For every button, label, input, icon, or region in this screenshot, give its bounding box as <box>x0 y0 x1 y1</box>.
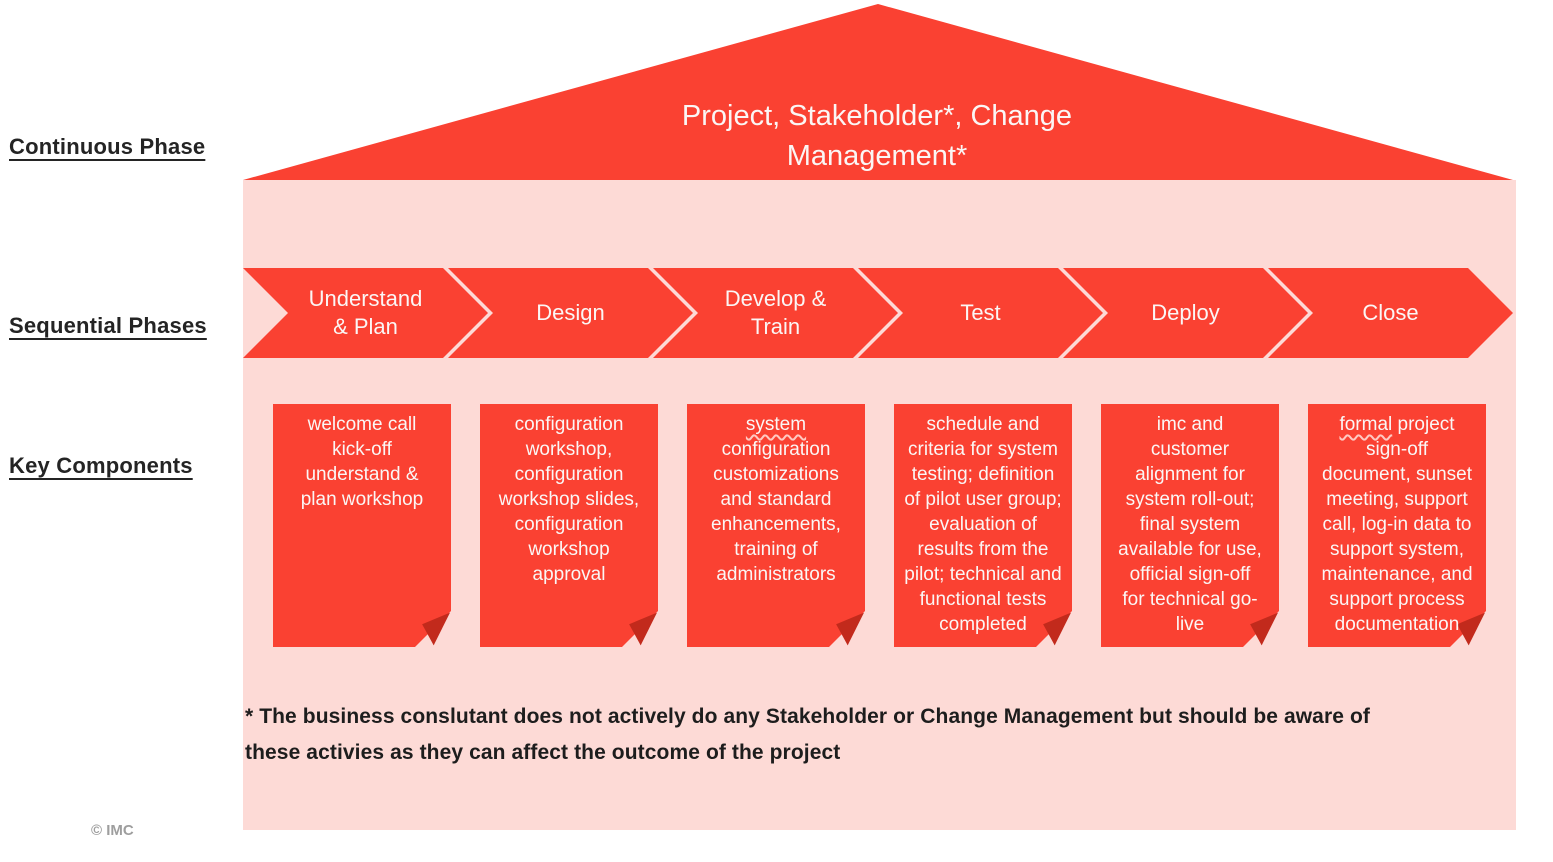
key-component-card-design: configuration workshop, configuration wo… <box>480 404 658 647</box>
phase-arrow-design: Design <box>448 268 693 358</box>
card-shape <box>1308 404 1486 647</box>
key-component-card-develop-train: system configuration customizations and … <box>687 404 865 647</box>
card-text: formal project sign-off document, sunset… <box>1321 414 1473 635</box>
key-component-card-close: formal project sign-off document, sunset… <box>1308 404 1486 647</box>
row-label-continuous-phase: Continuous Phase <box>9 134 206 159</box>
row-label-key-components: Key Components <box>9 453 193 478</box>
card-shape <box>480 404 658 647</box>
continuous-phase-title: Project, Stakeholder*, Change Management… <box>681 100 1073 172</box>
row-label-sequential-phases: Sequential Phases <box>9 313 207 338</box>
card-shape <box>273 404 451 647</box>
card-text: imc and customer alignment for system ro… <box>1118 414 1262 635</box>
card-text: welcome call kick-off understand & plan … <box>300 414 424 510</box>
card-shape <box>687 404 865 647</box>
key-component-card-deploy: imc and customer alignment for system ro… <box>1101 404 1279 647</box>
footnote: * The business conslutant does not activ… <box>245 705 1370 764</box>
card-shape <box>1101 404 1279 647</box>
card-shape <box>894 404 1072 647</box>
copyright-label: © IMC <box>91 822 134 839</box>
card-text: configuration workshop, configuration wo… <box>498 414 640 585</box>
key-component-card-test: schedule and criteria for system testing… <box>894 404 1072 647</box>
card-text: system configuration customizations and … <box>711 414 841 585</box>
card-text: schedule and criteria for system testing… <box>904 414 1062 635</box>
key-component-card-understand-plan: welcome call kick-off understand & plan … <box>273 404 451 647</box>
